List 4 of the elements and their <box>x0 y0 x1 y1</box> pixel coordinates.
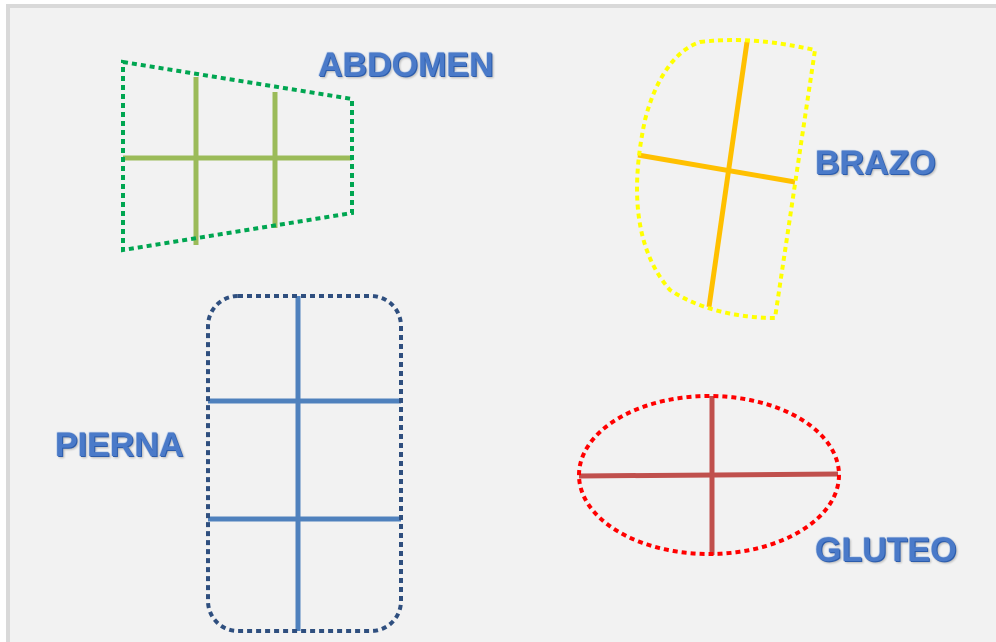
region-label: GLUTEO <box>815 530 957 570</box>
region-label: BRAZO <box>815 143 936 183</box>
region-label: PIERNA <box>55 425 184 465</box>
region-label: ABDOMEN <box>318 45 494 85</box>
